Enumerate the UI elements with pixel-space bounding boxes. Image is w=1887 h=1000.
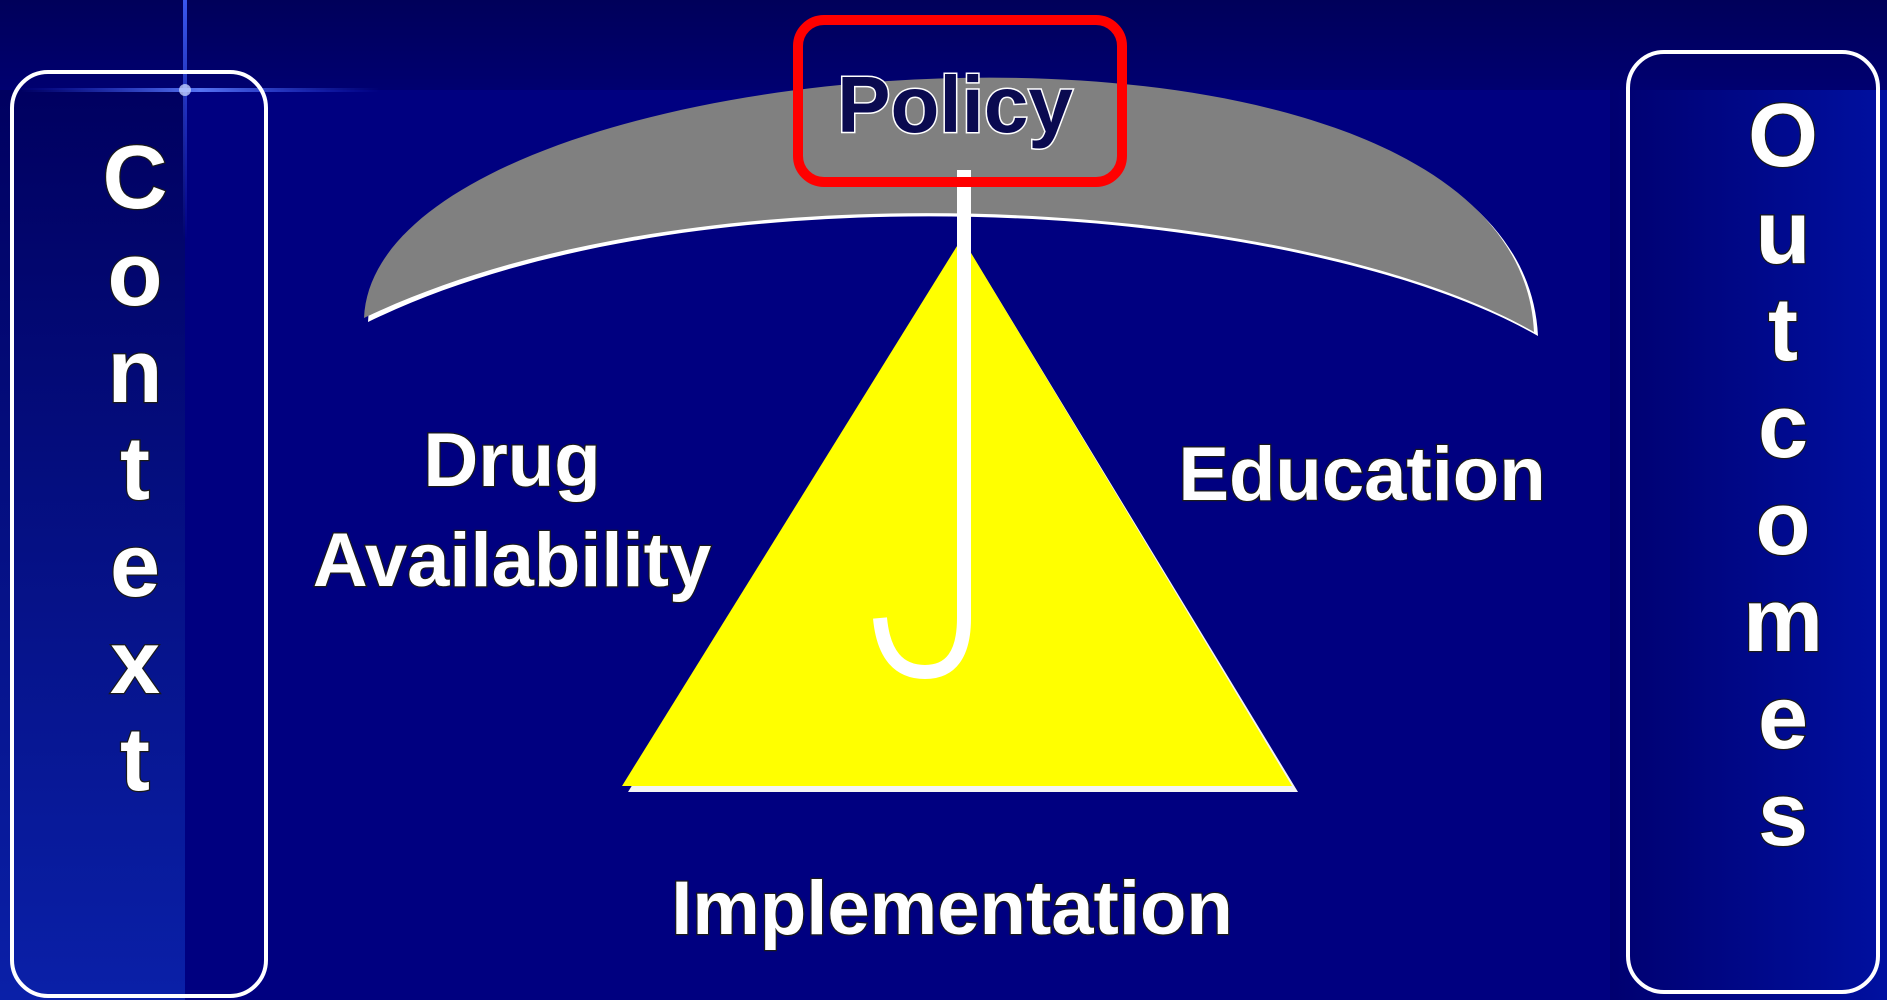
context-letter: x [110,613,160,713]
umbrella-handle [873,170,971,680]
policy-frame [793,15,1127,187]
context-letter: o [108,225,163,325]
left-gradient-strip [0,90,185,1000]
outcomes-letter: e [1758,668,1808,768]
outcomes-letter: t [1768,280,1798,380]
outcomes-letter: s [1758,765,1808,865]
context-letter: C [103,128,168,228]
context-letter: t [120,710,150,810]
education-label: Education [1178,432,1545,517]
implementation-label: Implementation [671,866,1233,951]
outcomes-letter: o [1756,474,1811,574]
availability-label: Availability [313,518,711,603]
outcomes-letter: u [1756,183,1811,283]
decorative-horizontal-line [20,88,380,92]
right-gradient-strip [1610,90,1887,1000]
drug-label: Drug [423,418,600,503]
outcomes-letter: c [1758,377,1808,477]
outcomes-letter: O [1748,86,1818,186]
context-letter: t [120,419,150,519]
context-panel [10,70,268,998]
context-letter: e [110,516,160,616]
decorative-sparkle [179,84,191,96]
umbrella-canopy [364,77,1534,332]
policy-label: Policy [837,60,1073,149]
outcomes-panel [1626,50,1880,994]
outcomes-letter: m [1743,571,1823,671]
decorative-vertical-line [183,0,187,240]
context-letter: n [108,322,163,422]
